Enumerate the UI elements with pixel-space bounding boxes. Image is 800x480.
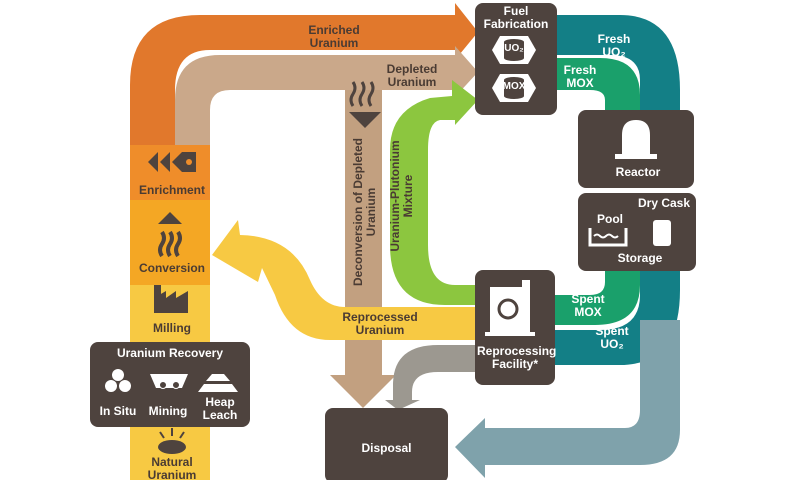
milling-label: Milling xyxy=(153,321,191,335)
disposal-label: Disposal xyxy=(361,441,412,455)
reprocessing-icon xyxy=(485,280,535,336)
depleted-uranium-label: Depleted Uranium xyxy=(386,62,438,89)
pool-icon xyxy=(588,228,628,247)
enriched-uranium-label: Enriched Uranium xyxy=(308,23,360,50)
reactor-label: Reactor xyxy=(615,165,661,179)
fresh-uo2-label: Fresh UO₂ xyxy=(597,32,631,59)
reprocessing-waste-arrow xyxy=(385,345,478,410)
reactor-base xyxy=(615,154,657,159)
disposal-box xyxy=(325,408,448,480)
in-situ-icon xyxy=(105,369,131,392)
reprocessed-uranium-label: Reprocessed Uranium xyxy=(342,310,418,337)
uranium-plutonium-label: Uranium-Plutonium Mixture xyxy=(388,140,415,252)
storage-box xyxy=(578,193,696,271)
reprocessed-uranium-arrow xyxy=(212,220,478,340)
enriched-uranium-arrow xyxy=(130,3,478,145)
conversion-label: Conversion xyxy=(138,261,205,275)
uranium-recovery-label: Uranium Recovery xyxy=(116,346,224,360)
uo2-badge: UO₂ xyxy=(504,43,524,54)
spent-fuel-disposal-arrow xyxy=(455,320,680,478)
deconversion-icon xyxy=(349,81,381,128)
natural-uranium-icon xyxy=(158,428,186,454)
dry-cask-label: Dry Cask xyxy=(637,196,691,210)
heap-leach-label: Heap Leach xyxy=(202,395,238,422)
spent-uo2-label: Spent UO₂ xyxy=(595,324,629,351)
fresh-mox-arrow xyxy=(555,58,640,120)
dry-cask-icon xyxy=(653,220,671,246)
mining-label: Mining xyxy=(148,404,188,418)
milling-icon xyxy=(154,285,188,313)
in-situ-label: In Situ xyxy=(99,404,137,418)
reprocessing-facility-label: Reprocessing Facility* xyxy=(477,344,557,371)
heap-leach-icon xyxy=(198,374,238,392)
spent-mox-arrow xyxy=(555,270,640,325)
spent-mox-label: Spent MOX xyxy=(571,292,605,319)
reactor-icon xyxy=(622,120,650,158)
enrichment-icon xyxy=(148,152,196,172)
depleted-uranium-arrow xyxy=(175,46,478,145)
enrichment-label: Enrichment xyxy=(138,183,205,197)
conversion-icon xyxy=(158,212,182,258)
fresh-uo2-arrow xyxy=(555,15,680,120)
mox-pellet-icon xyxy=(492,74,536,102)
pool-label: Pool xyxy=(597,212,623,226)
uo2-pellet-icon xyxy=(492,36,536,64)
fresh-mox-label: Fresh MOX xyxy=(563,63,597,90)
deconversion-label: Deconversion of Depleted Uranium xyxy=(351,137,378,287)
fuel-fabrication-label: Fuel Fabrication xyxy=(483,4,549,31)
natural-uranium-label: Natural Uranium xyxy=(147,455,197,480)
storage-label: Storage xyxy=(617,251,663,265)
mox-badge: MOX xyxy=(502,81,526,92)
mining-icon xyxy=(150,374,188,389)
uranium-plutonium-arrow xyxy=(390,80,478,305)
